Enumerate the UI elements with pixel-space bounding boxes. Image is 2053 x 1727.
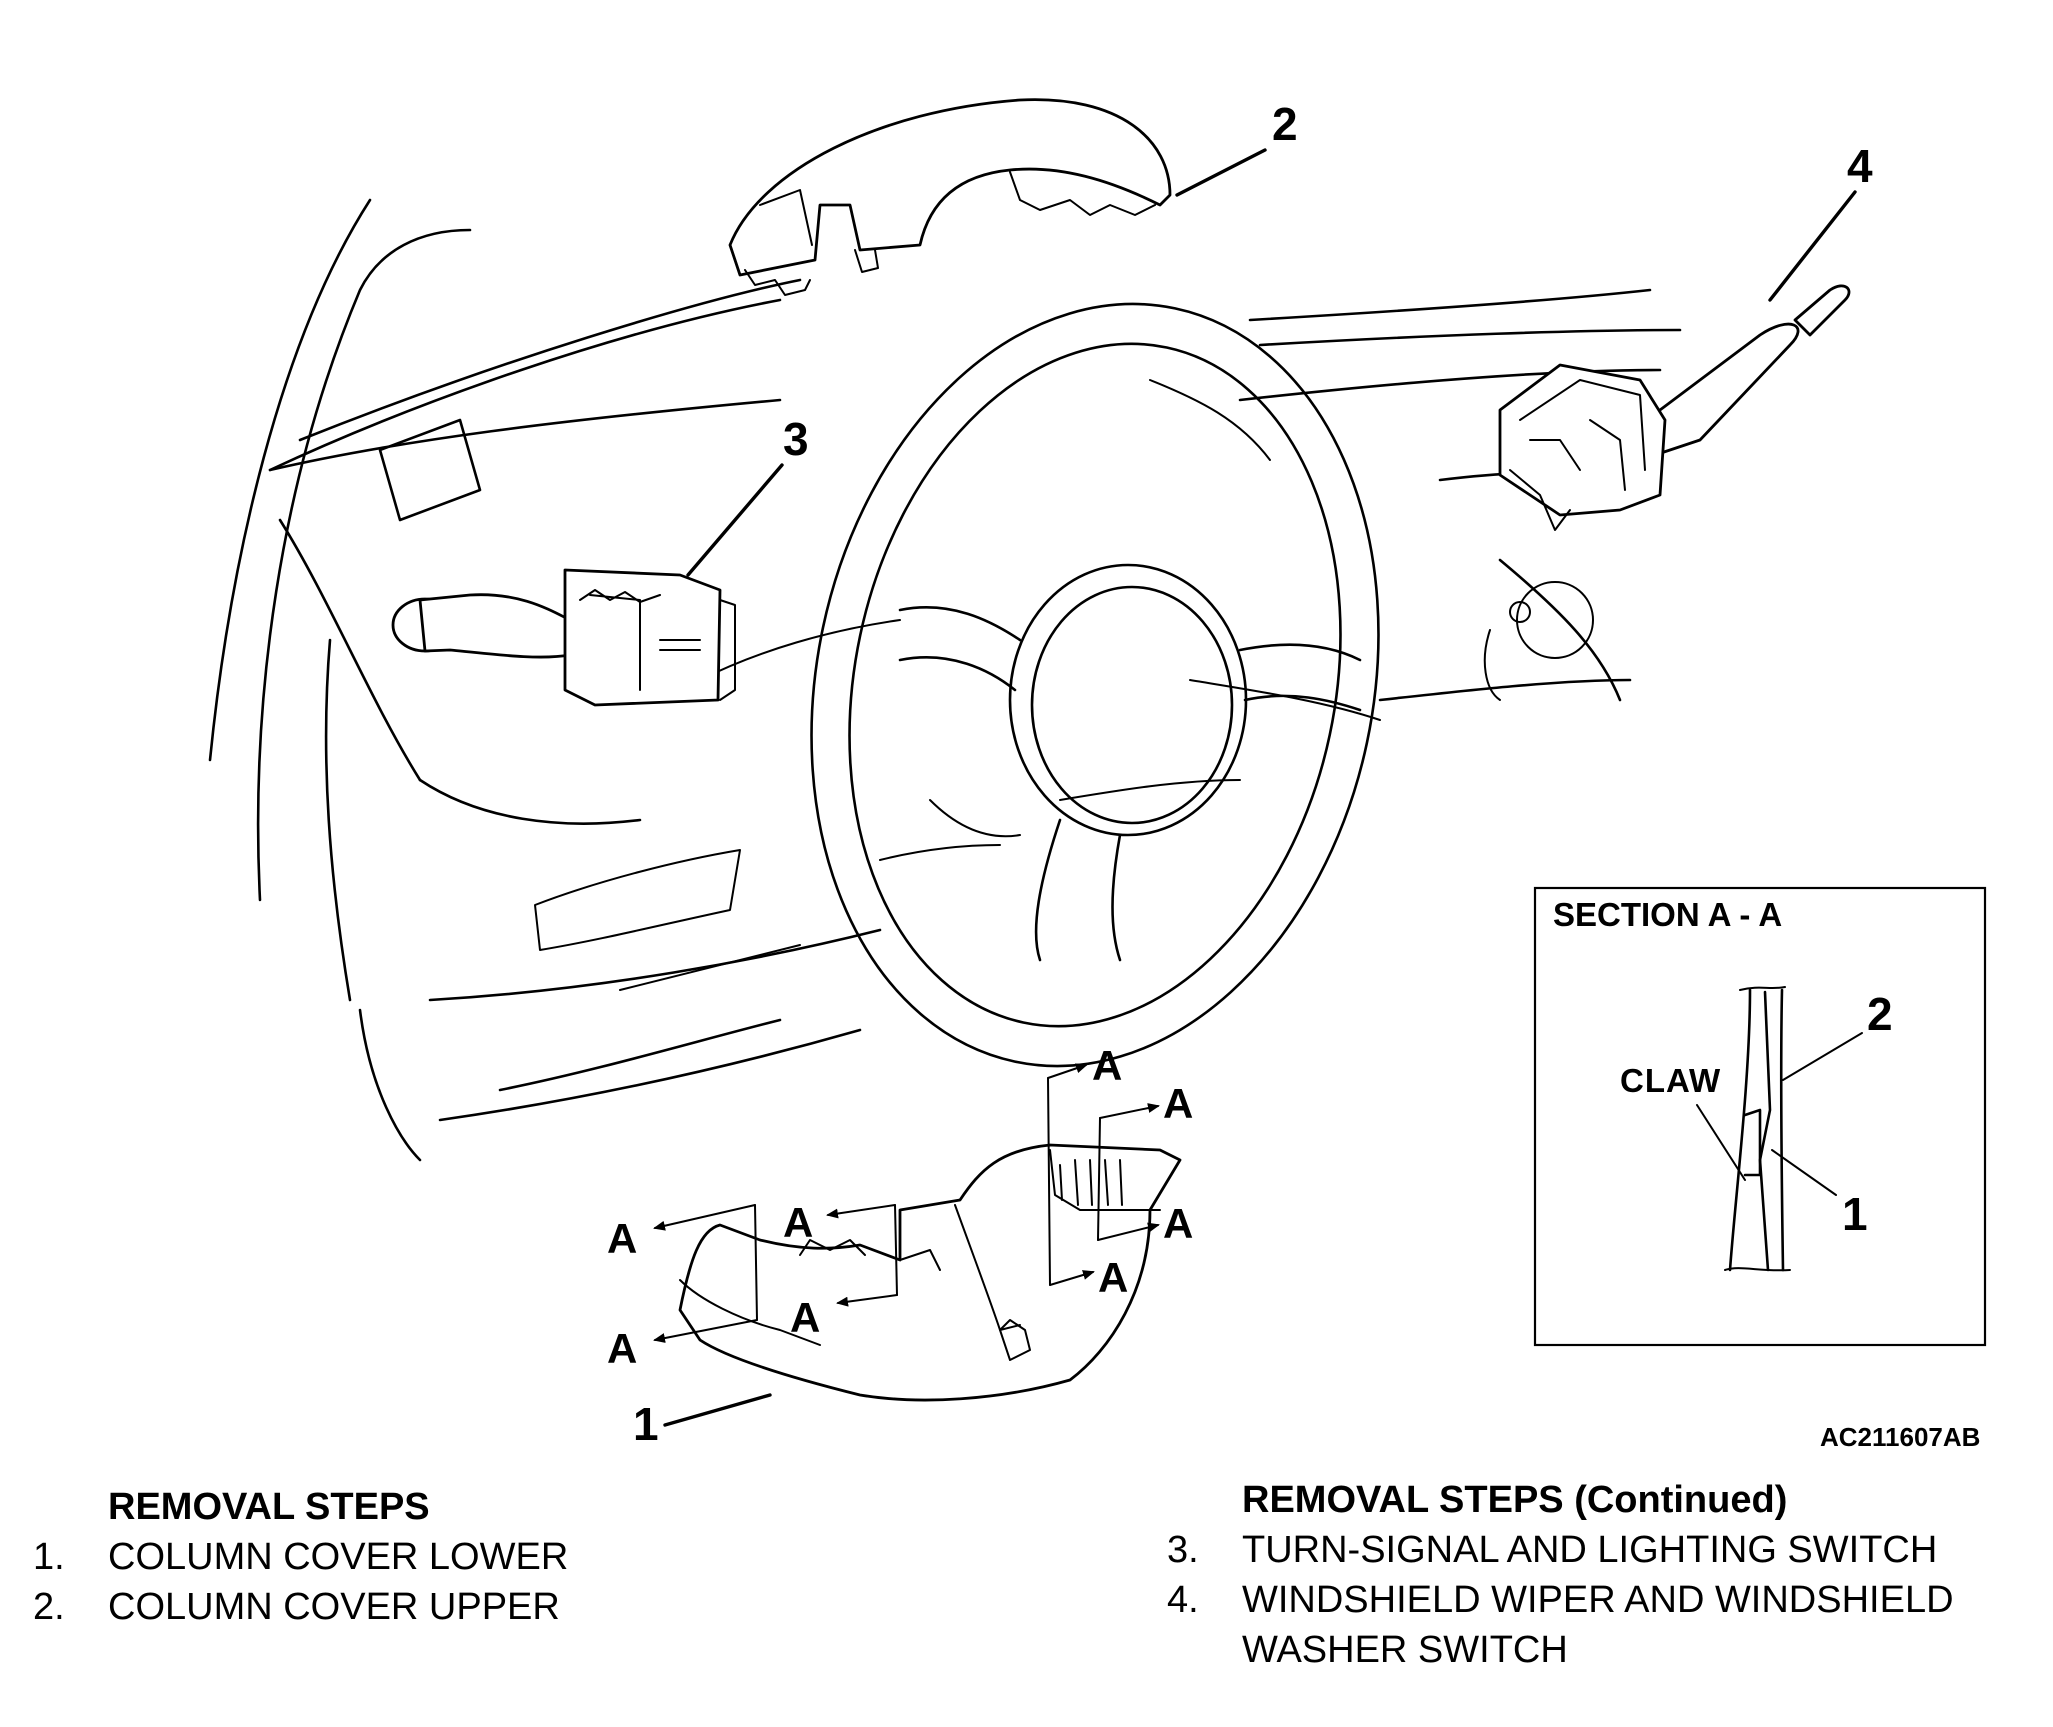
step-text: COLUMN COVER LOWER xyxy=(108,1536,569,1578)
callout-2: 2 xyxy=(1272,98,1298,150)
column-cover-upper xyxy=(728,98,1172,296)
column-cover-lower xyxy=(678,1143,1182,1402)
section-label-a: A xyxy=(607,1215,637,1262)
list-item: 3. TURN-SIGNAL AND LIGHTING SWITCH xyxy=(1167,1525,2037,1575)
section-label-a: A xyxy=(790,1294,820,1341)
section-label-a: A xyxy=(783,1199,813,1246)
step-number: 2. xyxy=(33,1586,65,1628)
steering-wheel xyxy=(810,302,1380,1068)
removal-steps-right: REMOVAL STEPS (Continued) 3. TURN-SIGNAL… xyxy=(1167,1475,2037,1675)
list-item: 1. COLUMN COVER LOWER xyxy=(33,1532,793,1582)
callout-1: 1 xyxy=(633,1398,659,1450)
section-title: SECTION A - A xyxy=(1553,896,1782,933)
step-text: COLUMN COVER UPPER xyxy=(108,1586,560,1628)
section-label-a: A xyxy=(1092,1042,1122,1089)
removal-steps-heading: REMOVAL STEPS xyxy=(108,1486,430,1528)
removal-steps-left: REMOVAL STEPS 1. COLUMN COVER LOWER 2. C… xyxy=(33,1482,793,1632)
step-text: WINDSHIELD WIPER AND WINDSHIELD WASHER S… xyxy=(1242,1579,1954,1671)
figure-id: AC211607AB xyxy=(1820,1422,1980,1452)
callout-3: 3 xyxy=(783,413,809,465)
turn-signal-lighting-switch xyxy=(391,568,736,707)
section-label-a: A xyxy=(607,1325,637,1372)
section-callout-2: 2 xyxy=(1867,988,1893,1040)
step-text: TURN-SIGNAL AND LIGHTING SWITCH xyxy=(1242,1529,1938,1571)
section-label-a: A xyxy=(1163,1080,1193,1127)
list-item: 4. WINDSHIELD WIPER AND WINDSHIELD WASHE… xyxy=(1167,1575,2037,1675)
removal-steps-continued-heading: REMOVAL STEPS (Continued) xyxy=(1242,1479,1788,1521)
section-cut-arrows: A A A A A A A A xyxy=(607,1042,1193,1372)
wiper-washer-switch xyxy=(1498,284,1851,531)
list-item: 2. COLUMN COVER UPPER xyxy=(33,1582,793,1632)
section-label-a: A xyxy=(1163,1200,1193,1247)
dashboard-outline xyxy=(208,198,1682,1162)
step-number: 1. xyxy=(33,1536,65,1578)
section-callout-1: 1 xyxy=(1842,1188,1868,1240)
part-callouts: 2 4 3 1 xyxy=(633,98,1873,1450)
step-number: 4. xyxy=(1167,1579,1199,1621)
section-label-a: A xyxy=(1098,1254,1128,1301)
section-a-a-inset: SECTION A - A CLAW 2 1 xyxy=(1533,886,1987,1347)
step-number: 3. xyxy=(1167,1529,1199,1571)
claw-label: CLAW xyxy=(1620,1062,1721,1099)
callout-4: 4 xyxy=(1847,140,1873,192)
